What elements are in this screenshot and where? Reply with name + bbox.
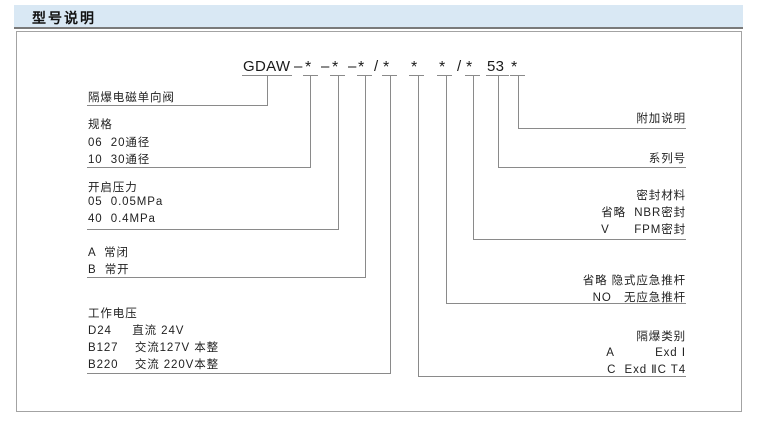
- code-token-star: *: [466, 59, 473, 76]
- mode-row: A 常闭: [88, 247, 129, 259]
- code-underline: [303, 75, 318, 76]
- code-underline: [409, 75, 424, 76]
- spec-row: 10 30通径: [88, 154, 151, 166]
- mode-row: B 常开: [88, 264, 130, 276]
- code-underline: [357, 75, 372, 76]
- code-underline: [437, 75, 452, 76]
- code-underline: [242, 75, 292, 76]
- pressure-row: 05 0.05MPa: [88, 196, 164, 208]
- seal-row: V FPM密封: [601, 224, 686, 236]
- seal-title: 密封材料: [636, 190, 686, 202]
- code-token-star: *: [332, 59, 339, 76]
- rod-row: NO 无应急推杆: [592, 292, 686, 304]
- code-token-dash: –: [294, 58, 303, 75]
- code-token-slash: /: [457, 58, 462, 75]
- rod-row: 省略 隐式应急推杆: [582, 275, 686, 287]
- code-token-dash: –: [348, 58, 357, 75]
- code-token-star: *: [383, 59, 390, 76]
- voltage-row: D24 直流 24V: [88, 325, 185, 337]
- leader-rod: [446, 303, 686, 304]
- code-underline: [510, 75, 525, 76]
- leader-extra: [518, 128, 686, 129]
- diagram-frame: [16, 31, 742, 412]
- leader-series: [498, 167, 686, 168]
- leader-seal: [473, 239, 686, 240]
- connector-voltage: [390, 76, 391, 373]
- leader-voltage: [87, 373, 391, 374]
- leader-spec: [87, 167, 311, 168]
- code-underline: [465, 75, 480, 76]
- voltage-row: B127 交流127V 本整: [88, 342, 219, 354]
- code-token-star: *: [358, 59, 365, 76]
- code-underline: [382, 75, 397, 76]
- code-token-star: *: [439, 59, 446, 76]
- leader-mode: [87, 277, 366, 278]
- connector-exd: [418, 76, 419, 376]
- code-token-dash: –: [321, 58, 330, 75]
- series-no-label: 系列号: [648, 153, 686, 165]
- spec-row: 06 20通径: [88, 137, 151, 149]
- exd-class-title: 隔爆类别: [636, 331, 686, 343]
- section-title: 型号说明: [32, 10, 96, 26]
- section-header-rule: [14, 27, 743, 29]
- connector-pressure: [338, 76, 339, 229]
- code-token-star: *: [305, 59, 312, 76]
- connector-rod: [446, 76, 447, 303]
- code-underline: [330, 75, 345, 76]
- section-header-bar: 型号说明: [14, 5, 743, 27]
- seal-row: 省略 NBR密封: [601, 207, 686, 219]
- pressure-row: 40 0.4MPa: [88, 213, 156, 225]
- exd-class-row: C Exd ⅡC T4: [607, 364, 686, 376]
- valve-name-label: 隔爆电磁单向阀: [88, 92, 175, 104]
- extra-note-label: 附加说明: [636, 113, 686, 125]
- leader-valve: [87, 105, 268, 106]
- pressure-title: 开启压力: [88, 182, 138, 194]
- connector-series: [498, 76, 499, 167]
- voltage-row: B220 交流 220V本整: [88, 359, 219, 371]
- leader-pressure: [87, 229, 339, 230]
- connector-spec: [310, 76, 311, 167]
- connector-seal: [473, 76, 474, 239]
- leader-exd: [418, 376, 686, 377]
- code-token-slash: /: [374, 58, 379, 75]
- code-underline: [486, 75, 509, 76]
- code-token-prefix: GDAW: [243, 58, 291, 75]
- code-token-star: *: [411, 59, 418, 76]
- code-token-star: *: [511, 59, 518, 76]
- connector-mode: [365, 76, 366, 277]
- spec-title: 规格: [88, 119, 113, 131]
- voltage-title: 工作电压: [88, 308, 138, 320]
- connector-valve: [267, 76, 268, 105]
- code-token-series: 53: [487, 58, 505, 75]
- exd-class-row: A Exd Ⅰ: [606, 347, 686, 359]
- connector-extra: [518, 76, 519, 128]
